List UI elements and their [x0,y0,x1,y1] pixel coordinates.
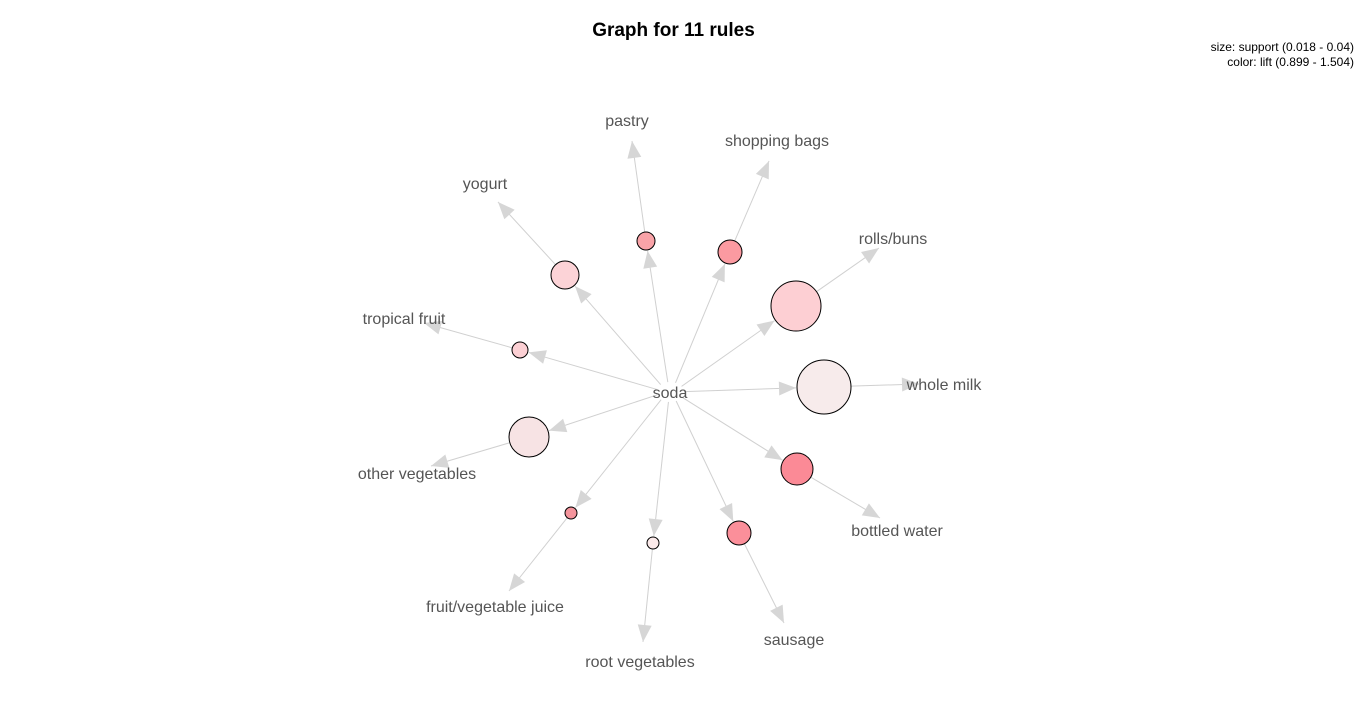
arrow-lhs-rule-11 [575,286,592,304]
item-label: shopping bags [725,133,829,150]
edge-lhs-rule-1 [647,250,669,383]
edge-lhs-rule-5 [681,396,783,461]
arrow-rhs-rule-1 [627,141,642,159]
edge-lhs-rule-11 [574,285,662,385]
rule-node-rule-3 [770,280,822,332]
arrow-rhs-rule-11 [498,202,515,220]
item-label: pastry [605,113,649,130]
item-label: tropical fruit [363,311,446,328]
edge-lhs-rule-8 [575,399,662,508]
rule-node-rule-4 [796,359,852,415]
arrow-rhs-rule-2 [755,161,769,180]
arrow-rhs-rule-5 [861,503,880,518]
rule-node-rule-6 [726,520,752,546]
edges-layer [423,140,920,643]
arrow-rhs-rule-6 [770,604,784,623]
labels-layer: pastry shopping bags rolls/buns whole milk b… [358,113,983,671]
rule-node-rule-5 [780,452,814,486]
arrow-lhs-rule-5 [764,445,783,461]
item-label: other vegetables [358,466,476,483]
arrow-lhs-rule-6 [719,502,734,522]
arrow-rhs-rule-3 [861,248,879,264]
arrow-rhs-rule-4 [901,377,919,392]
rule-node-rule-10 [511,341,529,359]
arrow-lhs-rule-9 [549,418,568,433]
item-label: yogurt [463,176,508,193]
rule-node-rule-1 [636,231,656,251]
rule-node-rule-8 [564,506,578,520]
rule-node-rule-9 [508,416,550,458]
edge-lhs-rule-9 [548,394,657,432]
legend-color: color: lift (0.899 - 1.504) [1227,55,1354,69]
graph-title: Graph for 11 rules [592,20,755,41]
edge-lhs-rule-10 [528,351,657,390]
edge-lhs-rule-6 [675,400,734,522]
arrow-lhs-rule-7 [648,518,663,537]
item-label: rolls/buns [859,231,927,248]
arrow-lhs-rule-1 [643,250,658,269]
legend-size: size: support (0.018 - 0.04) [1210,40,1354,54]
rule-node-rule-11 [550,260,580,290]
arrow-lhs-rule-2 [711,263,725,283]
item-label: whole milk [906,377,983,394]
arrow-rhs-rule-10 [424,320,443,335]
rule-node-rule-2 [717,239,743,265]
arrow-rhs-rule-8 [509,573,526,591]
item-label: root vegetables [585,654,694,671]
arrow-lhs-rule-4 [778,381,797,396]
edge-lhs-rule-4 [683,387,797,393]
arrow-rhs-rule-9 [431,454,450,468]
item-label: sausage [764,632,825,649]
arrow-lhs-rule-3 [756,320,775,337]
edge-lhs-rule-3 [681,320,775,387]
item-label: bottled water [851,523,943,540]
lhs-item-label: soda [653,385,688,402]
nodes-layer [508,231,852,550]
arrow-lhs-rule-8 [575,489,592,508]
legend: size: support (0.018 - 0.04) color: lift… [1211,40,1354,70]
edge-lhs-rule-2 [675,263,726,384]
arrow-lhs-rule-10 [528,350,547,364]
edge-lhs-rule-7 [653,401,669,537]
item-label: fruit/vegetable juice [426,599,564,616]
arrow-rhs-rule-7 [637,624,652,642]
rule-node-rule-7 [646,536,660,550]
